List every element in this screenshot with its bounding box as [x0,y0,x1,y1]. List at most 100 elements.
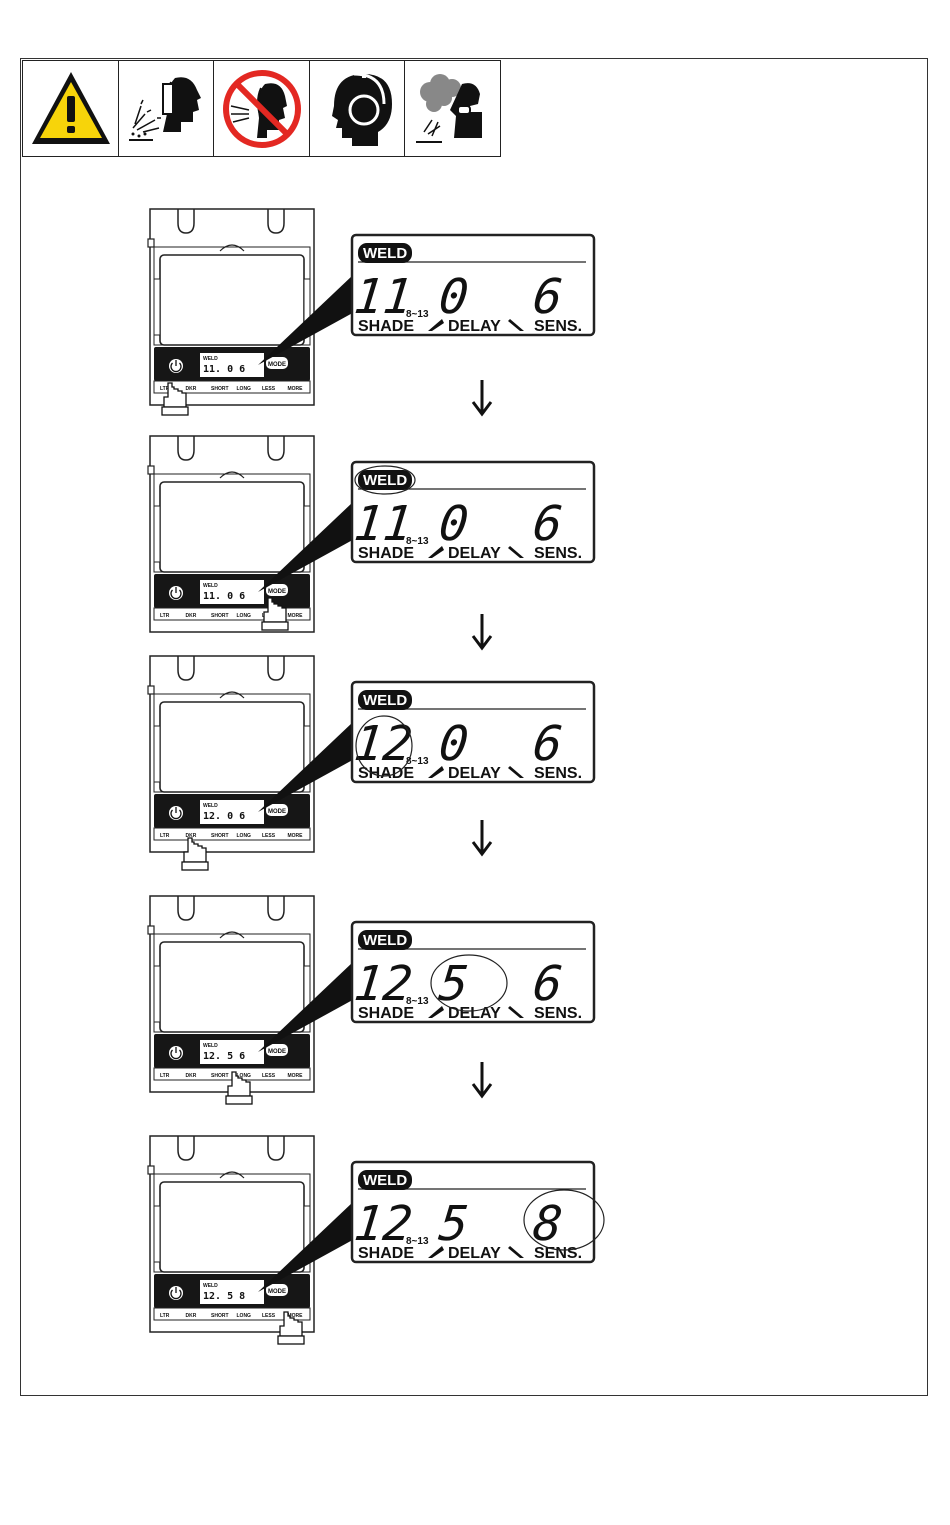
power-button[interactable] [169,359,183,373]
power-button[interactable] [169,1046,183,1060]
mode-button-label: MODE [268,809,286,815]
panel-button-more[interactable]: MORE [288,1313,304,1319]
panel-button-less[interactable]: LESS [262,833,276,839]
power-button[interactable] [169,1286,183,1300]
mini-display-values: 11. 0 6 [203,591,245,602]
helmet-illustration: WELD 11. 0 6 MODE LTR DKR SHORT LONG LESS MORE [147,208,315,406]
pointing-hand-icon [225,1071,253,1105]
fumes-respirator-icon [404,60,501,157]
pointing-hand-icon [181,837,209,871]
panel-button-less[interactable]: LESS [262,1073,276,1079]
mode-button[interactable]: MODE [266,1284,288,1296]
mode-button-label: MODE [268,589,286,595]
panel-button-ltr[interactable]: LTR [160,1313,170,1319]
lcd-sens-label: SENS. [534,1005,582,1022]
power-button[interactable] [169,806,183,820]
panel-button-more[interactable]: MORE [288,613,304,619]
panel-button-long[interactable]: LONG [237,833,252,839]
callout-pointer [258,722,358,812]
mini-display-values: 12. 5 6 [203,1051,245,1062]
lcd-delay-label: DELAY [448,318,501,335]
lcd-shade-label: SHADE [358,318,414,335]
panel-button-ltr[interactable]: LTR [160,1073,170,1079]
panel-button-short[interactable]: SHORT [211,613,229,619]
panel-button-dkr[interactable]: DKR [186,386,197,392]
lcd-sens-value: 6 [530,716,565,772]
mini-mode-label: WELD [203,1043,218,1049]
mode-button[interactable]: MODE [266,1044,288,1056]
callout-pointer [258,962,358,1052]
panel-button-more[interactable]: MORE [288,833,304,839]
warning-triangle-icon [22,60,119,157]
panel-button-ltr[interactable]: LTR [160,613,170,619]
down-arrow [470,612,494,652]
lcd-shade-range: 8~13 [406,996,429,1007]
callout-pointer [258,1202,358,1292]
lcd-mode-label: WELD [363,245,407,262]
lcd-shade-range: 8~13 [406,309,429,320]
panel-button-dkr[interactable]: DKR [186,1313,197,1319]
lcd-delay-value: 0 [436,269,471,325]
callout-pointer [258,275,358,365]
panel-button-ltr[interactable]: LTR [160,833,170,839]
panel-button-short[interactable]: SHORT [211,386,229,392]
panel-button-less[interactable]: LESS [262,1313,276,1319]
pointing-hand-icon [161,382,189,416]
lcd-mode-label: WELD [363,932,407,949]
panel-button-short[interactable]: SHORT [211,833,229,839]
lcd-shade-label: SHADE [358,1005,414,1022]
safety-symbol-row [22,60,501,157]
mini-mode-label: WELD [203,1283,218,1289]
mode-button[interactable]: MODE [266,357,288,369]
power-button[interactable] [169,586,183,600]
highlight-ellipse [355,715,413,777]
control-panel: WELD 12. 5 6 MODE LTR DKR SHORT LONG LESS MORE [153,1034,311,1081]
panel-button-dkr[interactable]: DKR [186,1073,197,1079]
highlight-ellipse [354,465,416,495]
lcd-delay-label: DELAY [448,1005,501,1022]
panel-button-long[interactable]: LONG [237,386,252,392]
callout-pointer [258,502,358,592]
panel-button-long[interactable]: LONG [237,1313,252,1319]
down-arrow [470,1060,494,1100]
panel-button-more[interactable]: MORE [288,1073,304,1079]
panel-button-more[interactable]: MORE [288,386,304,392]
panel-button-long[interactable]: LONG [237,613,252,619]
panel-button-short[interactable]: SHORT [211,1073,229,1079]
mode-button[interactable]: MODE [266,584,288,596]
panel-button-dkr[interactable]: DKR [186,613,197,619]
highlight-ellipse [523,1189,605,1251]
lcd-delay-label: DELAY [448,765,501,782]
lcd-shade-value: 12 [351,1196,415,1252]
mini-mode-label: WELD [203,803,218,809]
lcd-sens-label: SENS. [534,545,582,562]
panel-button-less[interactable]: LESS [262,386,276,392]
down-arrow [470,818,494,858]
lcd-shade-label: SHADE [358,1245,414,1262]
mini-mode-label: WELD [203,583,218,589]
mini-mode-label: WELD [203,356,218,362]
panel-button-short[interactable]: SHORT [211,1313,229,1319]
mini-display-values: 11. 0 6 [203,364,245,375]
mode-button-label: MODE [268,1049,286,1055]
lcd-sens-value: 8 [530,1196,565,1252]
mini-display-values: 12. 5 8 [203,1291,245,1302]
lcd-delay-value: 5 [436,956,471,1012]
mode-button[interactable]: MODE [266,804,288,816]
panel-button-long[interactable]: LONG [237,1073,252,1079]
panel-button-dkr[interactable]: DKR [186,833,197,839]
mode-button-label: MODE [268,362,286,368]
lcd-shade-range: 8~13 [406,1236,429,1247]
lcd-mode-label: WELD [363,692,407,709]
panel-button-ltr[interactable]: LTR [160,386,170,392]
